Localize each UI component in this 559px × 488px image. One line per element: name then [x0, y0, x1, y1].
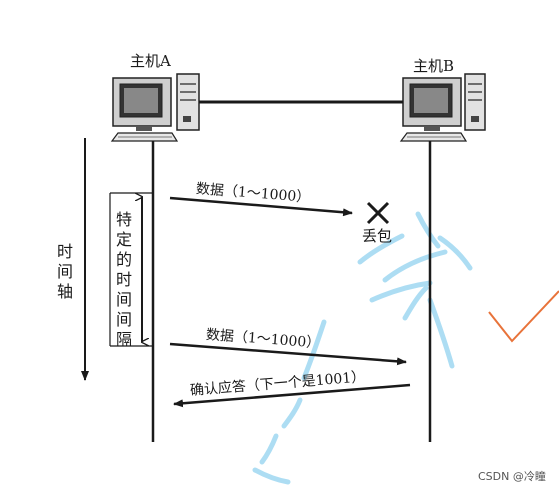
interval-bracket	[109, 192, 153, 347]
interval-char: 间	[115, 310, 132, 329]
time-axis-label: 时 间 轴	[56, 242, 74, 302]
packet-lost-icon	[366, 201, 390, 225]
host-b-computer-icon	[399, 73, 486, 142]
check-mark-icon	[488, 290, 559, 343]
interval-char: 的	[115, 250, 132, 269]
time-axis-char: 间	[56, 262, 73, 281]
time-axis-char: 时	[56, 242, 73, 261]
interval-char: 时	[115, 270, 132, 289]
resend-arrow	[169, 342, 407, 366]
interval-char: 特	[115, 210, 132, 229]
host-a-computer-icon	[110, 73, 200, 142]
interval-label: 特 定 的 时 间 间 隔	[115, 210, 133, 350]
credit-watermark: CSDN @冷瞳	[478, 470, 546, 483]
lost-label: 丢包	[362, 227, 393, 245]
interval-char: 定	[115, 230, 132, 249]
ack-arrow	[173, 383, 411, 408]
host-b-label: 主机B	[413, 57, 455, 75]
time-axis-char: 轴	[56, 282, 73, 301]
interval-char: 隔	[115, 330, 132, 349]
watermark-strokes	[252, 211, 473, 485]
host-a-label: 主机A	[130, 52, 171, 70]
first-send-arrow	[169, 196, 353, 217]
interval-char: 间	[115, 290, 132, 309]
